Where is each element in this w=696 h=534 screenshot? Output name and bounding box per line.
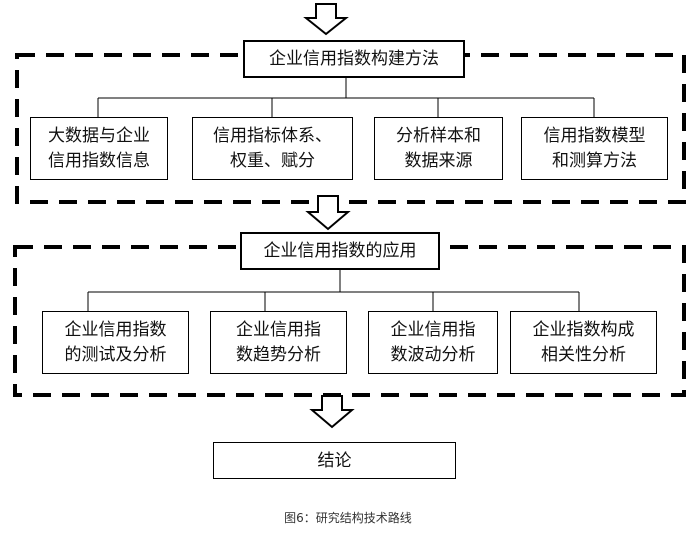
section1-item-2: 信用指标体系、 权重、赋分 xyxy=(192,117,353,180)
section2-item-4: 企业指数构成 相关性分析 xyxy=(510,311,657,374)
conclusion-box: 结论 xyxy=(213,442,456,479)
section2-item-1: 企业信用指数 的测试及分析 xyxy=(42,311,189,374)
arrow-middle xyxy=(305,195,351,231)
section1-item-4: 信用指数模型 和测算方法 xyxy=(521,117,668,180)
connector-2 xyxy=(87,270,580,311)
connector-1 xyxy=(97,78,595,117)
section2-title: 企业信用指数的应用 xyxy=(240,232,440,270)
section1-title: 企业信用指数构建方法 xyxy=(243,40,465,78)
figure-caption: 图6：研究结构技术路线 xyxy=(284,511,412,525)
section2-item-2: 企业信用指 数趋势分析 xyxy=(210,311,347,374)
arrow-bottom xyxy=(309,395,355,429)
section2-item-3: 企业信用指 数波动分析 xyxy=(368,311,498,374)
arrow-top xyxy=(303,3,349,36)
section1-item-1: 大数据与企业 信用指数信息 xyxy=(30,117,168,180)
section1-item-3: 分析样本和 数据来源 xyxy=(374,117,503,180)
